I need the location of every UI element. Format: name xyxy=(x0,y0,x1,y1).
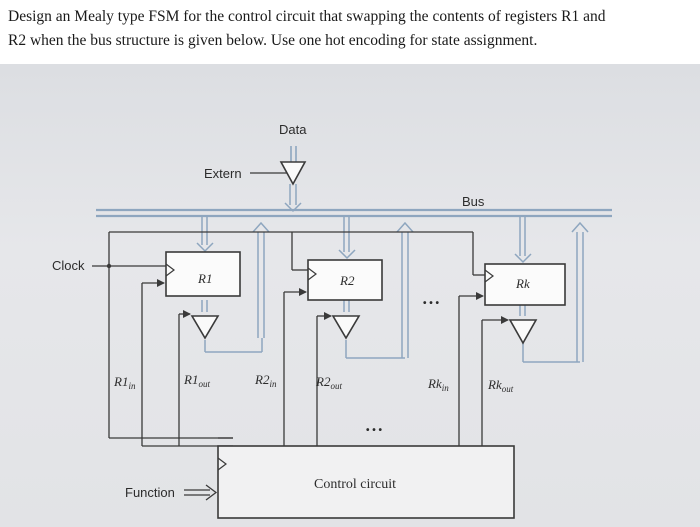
register-r1 xyxy=(165,251,241,297)
data-input xyxy=(290,146,297,162)
question-line-2: R2 when the bus structure is given below… xyxy=(8,32,538,49)
register-r1-label: R1 xyxy=(197,271,212,286)
function-label: Function xyxy=(125,485,175,500)
bus-lines xyxy=(96,208,612,218)
register-r2-label: R2 xyxy=(339,273,355,288)
register-r2-group xyxy=(307,217,414,359)
r1-in-label: R1in xyxy=(113,374,136,391)
buffer-to-bus-arrow xyxy=(284,184,302,213)
r2-in-label: R2in xyxy=(254,372,277,389)
control-signal-lines xyxy=(141,279,509,447)
function-arrow xyxy=(184,484,218,501)
ellipsis-signals: • • • xyxy=(366,425,383,436)
data-label: Data xyxy=(279,122,307,137)
r2-out-buffer xyxy=(331,315,361,340)
control-circuit-label: Control circuit xyxy=(314,477,396,492)
extern-label: Extern xyxy=(204,166,242,181)
ellipsis-registers: • • • xyxy=(423,298,440,309)
r2-out-label: R2out xyxy=(315,374,342,391)
register-rk-label: Rk xyxy=(515,276,530,291)
rk-out-label: Rkout xyxy=(487,377,514,394)
question-line-1: Design an Mealy type FSM for the control… xyxy=(8,8,606,25)
rk-out-buffer xyxy=(508,319,538,345)
clock-label: Clock xyxy=(52,258,85,273)
control-circuit-box xyxy=(217,445,515,519)
bus-label: Bus xyxy=(462,194,485,209)
r1-out-buffer xyxy=(190,315,220,340)
r1-out-label: R1out xyxy=(183,372,210,389)
register-rk xyxy=(484,263,566,306)
register-rk-group xyxy=(484,217,589,363)
clock-lines xyxy=(92,231,485,439)
question-text: Design an Mealy type FSM for the control… xyxy=(0,0,700,64)
rk-in-label: Rkin xyxy=(427,376,449,393)
register-r1-group xyxy=(165,217,270,353)
